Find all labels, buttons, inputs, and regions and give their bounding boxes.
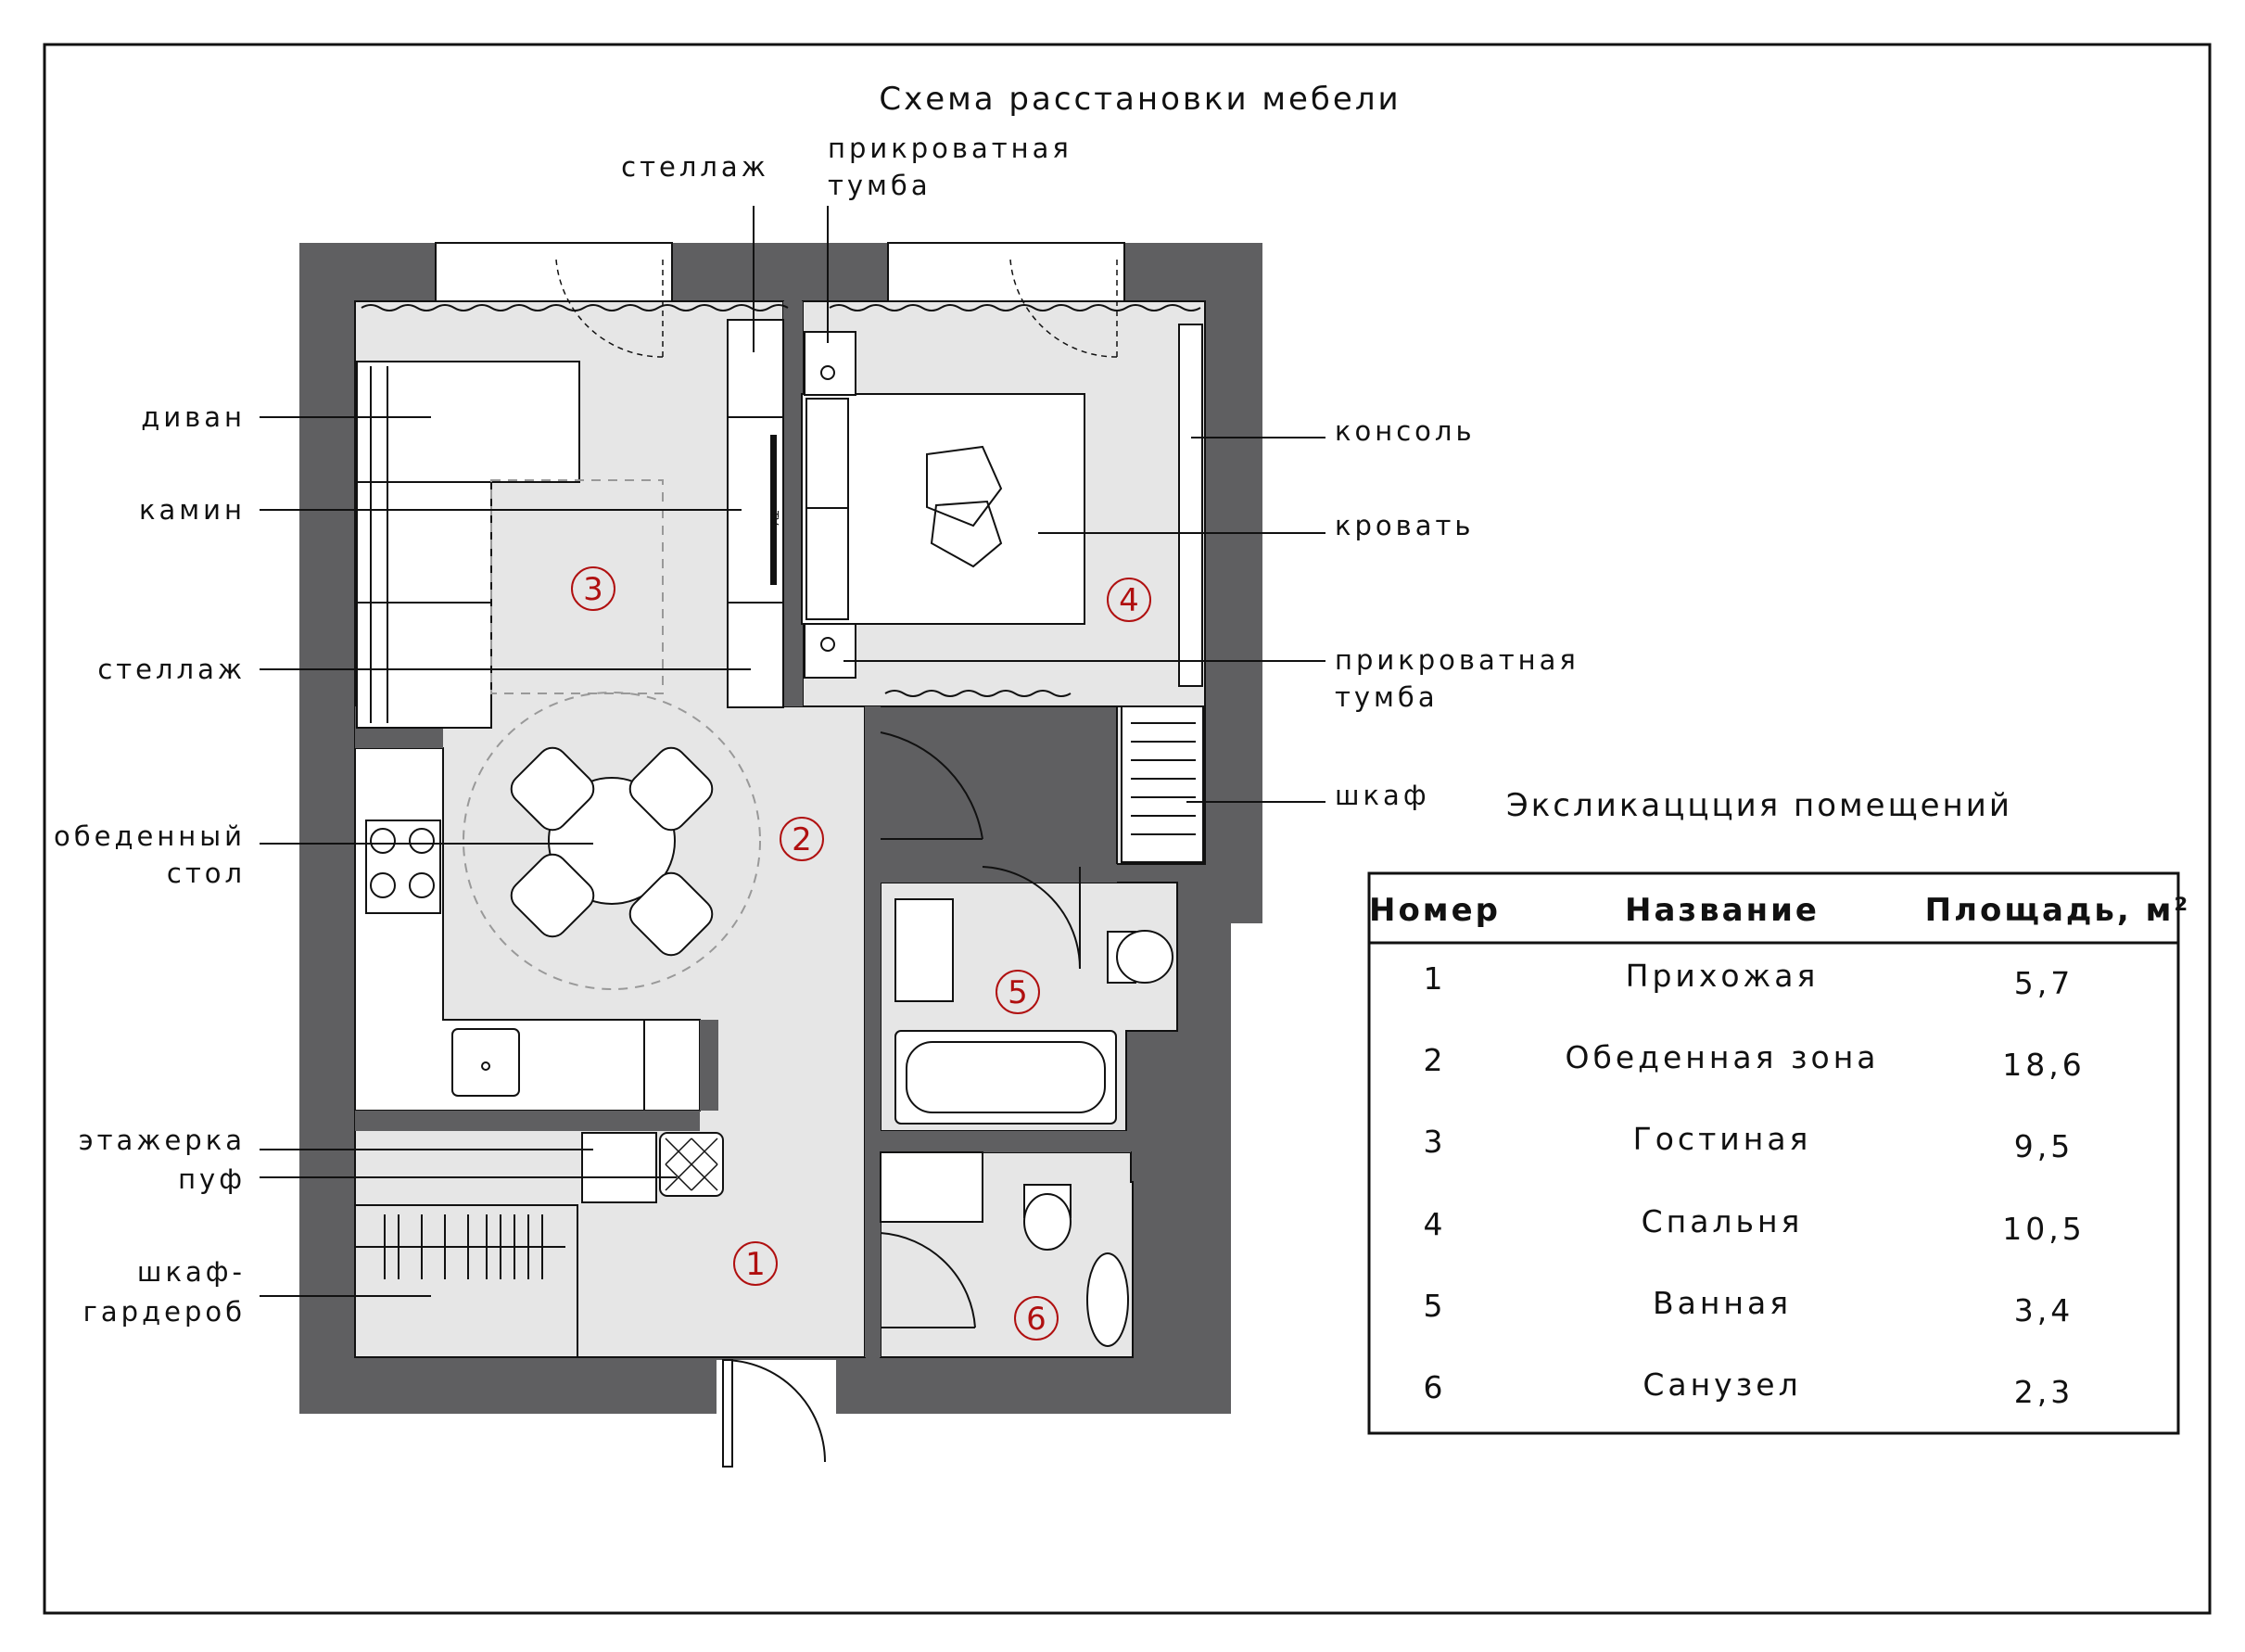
callout-tumba-top-line1: прикроватная [828,133,1072,164]
room-marker-5 [996,970,1040,1014]
svg-text:5,7: 5,7 [2014,965,2074,1001]
svg-text:9,5: 9,5 [2014,1128,2074,1164]
svg-text:Обеденная зона: Обеденная зона [1566,1039,1880,1075]
svg-text:6: 6 [1026,1301,1046,1338]
svg-text:Прихожая: Прихожая [1626,958,1820,994]
rug [490,479,664,694]
callout-puf: пуф [178,1163,246,1195]
svg-text:Гостиная: Гостиная [1633,1121,1812,1157]
callout-stol-line2: стол [167,858,246,889]
nightstands [804,331,856,679]
callout-tumba-top-line2: тумба [828,170,932,201]
bathroom-fixtures [894,898,1173,1125]
callout-etazherka: этажерка [79,1125,246,1156]
svg-text:10,5: 10,5 [2002,1211,2085,1247]
doors [722,731,1082,1468]
header-name: Название [1625,892,1820,929]
window-sashes [555,259,1118,358]
room-marker-2 [780,817,824,861]
bed [801,393,1085,625]
svg-text:4: 4 [1119,582,1139,619]
callout-divan: диван [141,401,246,433]
svg-text:3,4: 3,4 [2014,1292,2074,1328]
svg-text:2: 2 [1424,1042,1447,1078]
svg-text:5: 5 [1424,1288,1447,1324]
callout-stellazh-left: стеллаж [97,654,246,685]
hall-wardrobe [354,1204,578,1358]
curtains [361,304,1201,697]
svg-text:Санузел: Санузел [1643,1366,1801,1403]
svg-text:1: 1 [745,1246,766,1283]
room-marker-4 [1107,578,1151,622]
svg-text:5: 5 [1008,974,1028,1011]
svg-text:Ванная: Ванная [1653,1285,1792,1321]
svg-text:3: 3 [1424,1124,1447,1160]
leader-lines [260,206,1325,1297]
svg-text:Спальня: Спальня [1642,1203,1804,1239]
callout-tumba-right-line1: прикроватная [1335,644,1579,676]
svg-text:6: 6 [1424,1369,1447,1405]
table-row: 1 Прихожая 5,7 [1424,958,2074,1001]
callout-stellazh-top: стеллаж [621,151,769,183]
callout-tumba-right-line2: тумба [1335,681,1439,713]
tv-label: TV [767,510,780,526]
room-markers: 1 2 3 4 5 6 [571,566,1151,1341]
svg-text:4: 4 [1424,1206,1447,1242]
room-marker-3 [571,566,615,611]
fireplace-shelving [727,319,784,708]
svg-text:18,6: 18,6 [2002,1047,2085,1083]
table-row: 3 Гостиная 9,5 [1424,1121,2074,1164]
windows [435,242,1125,302]
svg-text:1: 1 [1424,960,1447,997]
console [1178,324,1203,687]
room-marker-1 [733,1241,778,1286]
svg-text:2: 2 [792,821,812,858]
bedroom-wardrobe [1121,705,1204,863]
plan-title: Схема расстановки мебели [879,81,1401,118]
hall-furniture [581,1132,724,1203]
explication-title: Эксликаццция помещений [1506,787,2012,824]
svg-text:2,3: 2,3 [2014,1374,2074,1410]
callout-shkaf-g-line2: гардероб [83,1296,246,1328]
callout-stol-line1: обеденный [54,820,246,852]
callout-konsol: консоль [1335,415,1476,447]
callout-shkaf-g-line1: шкаф- [137,1256,246,1288]
callout-kamin: камин [139,494,246,526]
callout-shkaf: шкаф [1335,780,1430,811]
table-row: 5 Ванная 3,4 [1424,1285,2074,1328]
drawing-frame [43,43,2212,1615]
inner-walls [355,301,1131,1357]
toilet-fixtures [880,1151,1129,1347]
room-marker-6 [1014,1296,1059,1341]
dining-set [463,692,761,990]
callout-krovat: кровать [1335,510,1475,541]
explication-table: Номер Название Площадь, м² 1 Прихожая 5,… [1367,871,2191,1435]
table-row: 2 Обеденная зона 18,6 [1424,1039,2085,1083]
svg-text:3: 3 [583,571,603,608]
header-area: Площадь, м² [1925,892,2191,929]
header-number: Номер [1369,892,1501,929]
table-row: 6 Санузел 2,3 [1424,1366,2074,1410]
table-row: 4 Спальня 10,5 [1424,1203,2085,1247]
